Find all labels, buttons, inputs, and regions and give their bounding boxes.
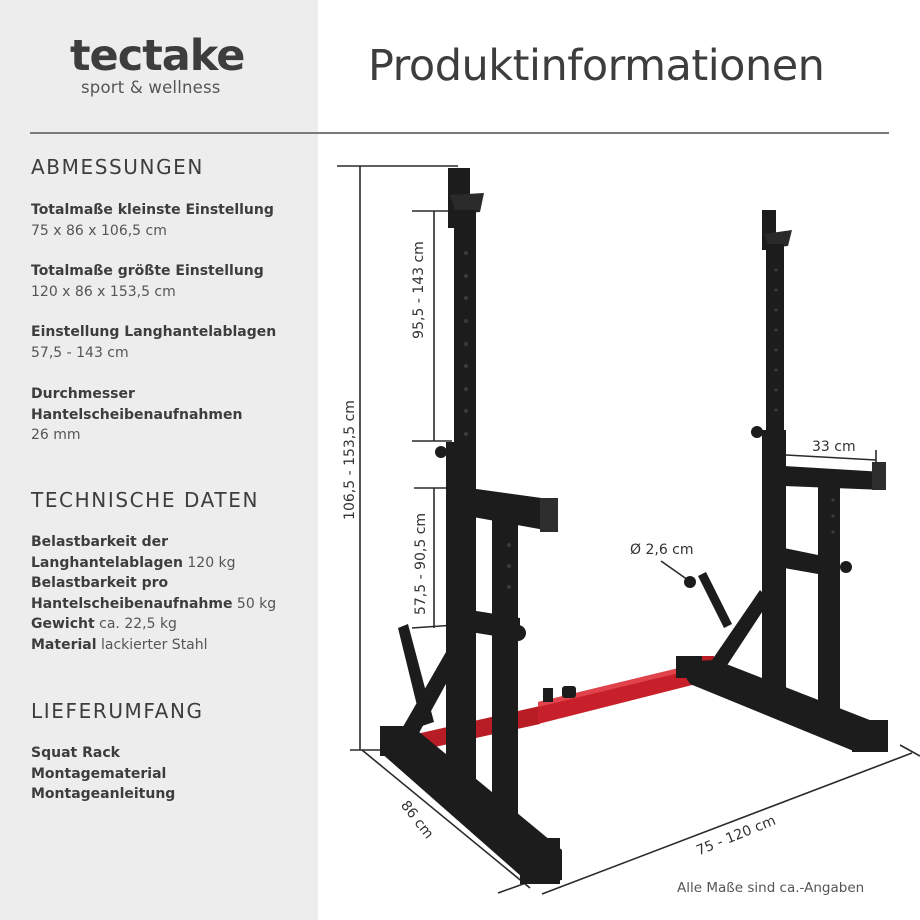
section-title-delivery: LIEFERUMFANG	[31, 699, 204, 723]
footnote: Alle Maße sind ca.-Angaben	[677, 880, 865, 896]
spec-label: Belastbarkeit der	[31, 534, 169, 550]
spec-label: Einstellung Langhantelablagen	[31, 324, 277, 340]
squat-rack-diagram	[337, 165, 920, 895]
spec-min-size: Totalmaße kleinste Einstellung 75 x 86 x…	[31, 200, 301, 241]
spec-value: 26 mm	[31, 427, 81, 443]
spec-label: Material	[31, 636, 97, 653]
dim-total-height: 106,5 - 153,5 cm	[341, 400, 358, 520]
spec-max-size: Totalmaße größte Einstellung 120 x 86 x …	[31, 261, 301, 302]
spec-plate-diameter: Durchmesser Hantelscheibenaufnahmen 26 m…	[31, 384, 301, 446]
spec-value: 57,5 - 143 cm	[31, 344, 129, 361]
right-frame	[676, 210, 888, 752]
dim-lower-adjust: 57,5 - 90,5 cm	[413, 512, 430, 616]
brand-tagline: sport & wellness	[81, 78, 221, 97]
sidebar-background	[0, 0, 318, 920]
delivery-list: Squat Rack Montagematerial Montageanleit…	[31, 743, 175, 805]
spec-label: Belastbarkeit pro	[31, 575, 169, 591]
brand-name: tectake	[70, 31, 245, 81]
spec-label: Totalmaße größte Einstellung	[31, 263, 264, 279]
delivery-item: Montagematerial	[31, 765, 167, 782]
brand-logo: tectake sport & wellness	[70, 33, 250, 97]
spec-label: Totalmaße kleinste Einstellung	[31, 202, 274, 218]
spec-label: Durchmesser	[31, 386, 135, 402]
page-title: Produktinformationen	[368, 41, 825, 91]
spec-value: 120 kg	[187, 554, 236, 571]
delivery-item: Squat Rack	[31, 745, 120, 761]
spec-value: 50 kg	[236, 595, 277, 612]
spec-label: Langhantelablagen	[31, 554, 183, 571]
spec-label: Gewicht	[31, 616, 95, 632]
spec-value: 75 x 86 x 106,5 cm	[31, 222, 167, 239]
spec-value: lackierter Stahl	[100, 636, 208, 653]
spec-technical-list: Belastbarkeit der Langhantelablagen 120 …	[31, 532, 301, 655]
adjustment-holes-right	[507, 268, 835, 589]
spec-value: 120 x 86 x 153,5 cm	[31, 283, 176, 300]
adjustment-holes-left	[464, 251, 468, 436]
section-title-dimensions: ABMESSUNGEN	[31, 155, 204, 179]
header-divider	[30, 132, 889, 134]
dim-upper-adjust: 95,5 - 143 cm	[410, 241, 427, 339]
section-title-technical: TECHNISCHE DATEN	[31, 488, 260, 512]
dim-rest-depth: 33 cm	[812, 439, 856, 455]
spec-label: Hantelscheibenaufnahme	[31, 595, 233, 612]
diameter-marker	[684, 576, 696, 588]
spec-value: ca. 22,5 kg	[99, 616, 177, 632]
dim-plate-diameter: Ø 2,6 cm	[630, 542, 694, 558]
spec-rest-adjust: Einstellung Langhantelablagen 57,5 - 143…	[31, 322, 301, 363]
delivery-item: Montageanleitung	[31, 786, 176, 802]
left-frame	[380, 168, 562, 884]
spec-label: Hantelscheibenaufnahmen	[31, 406, 243, 423]
